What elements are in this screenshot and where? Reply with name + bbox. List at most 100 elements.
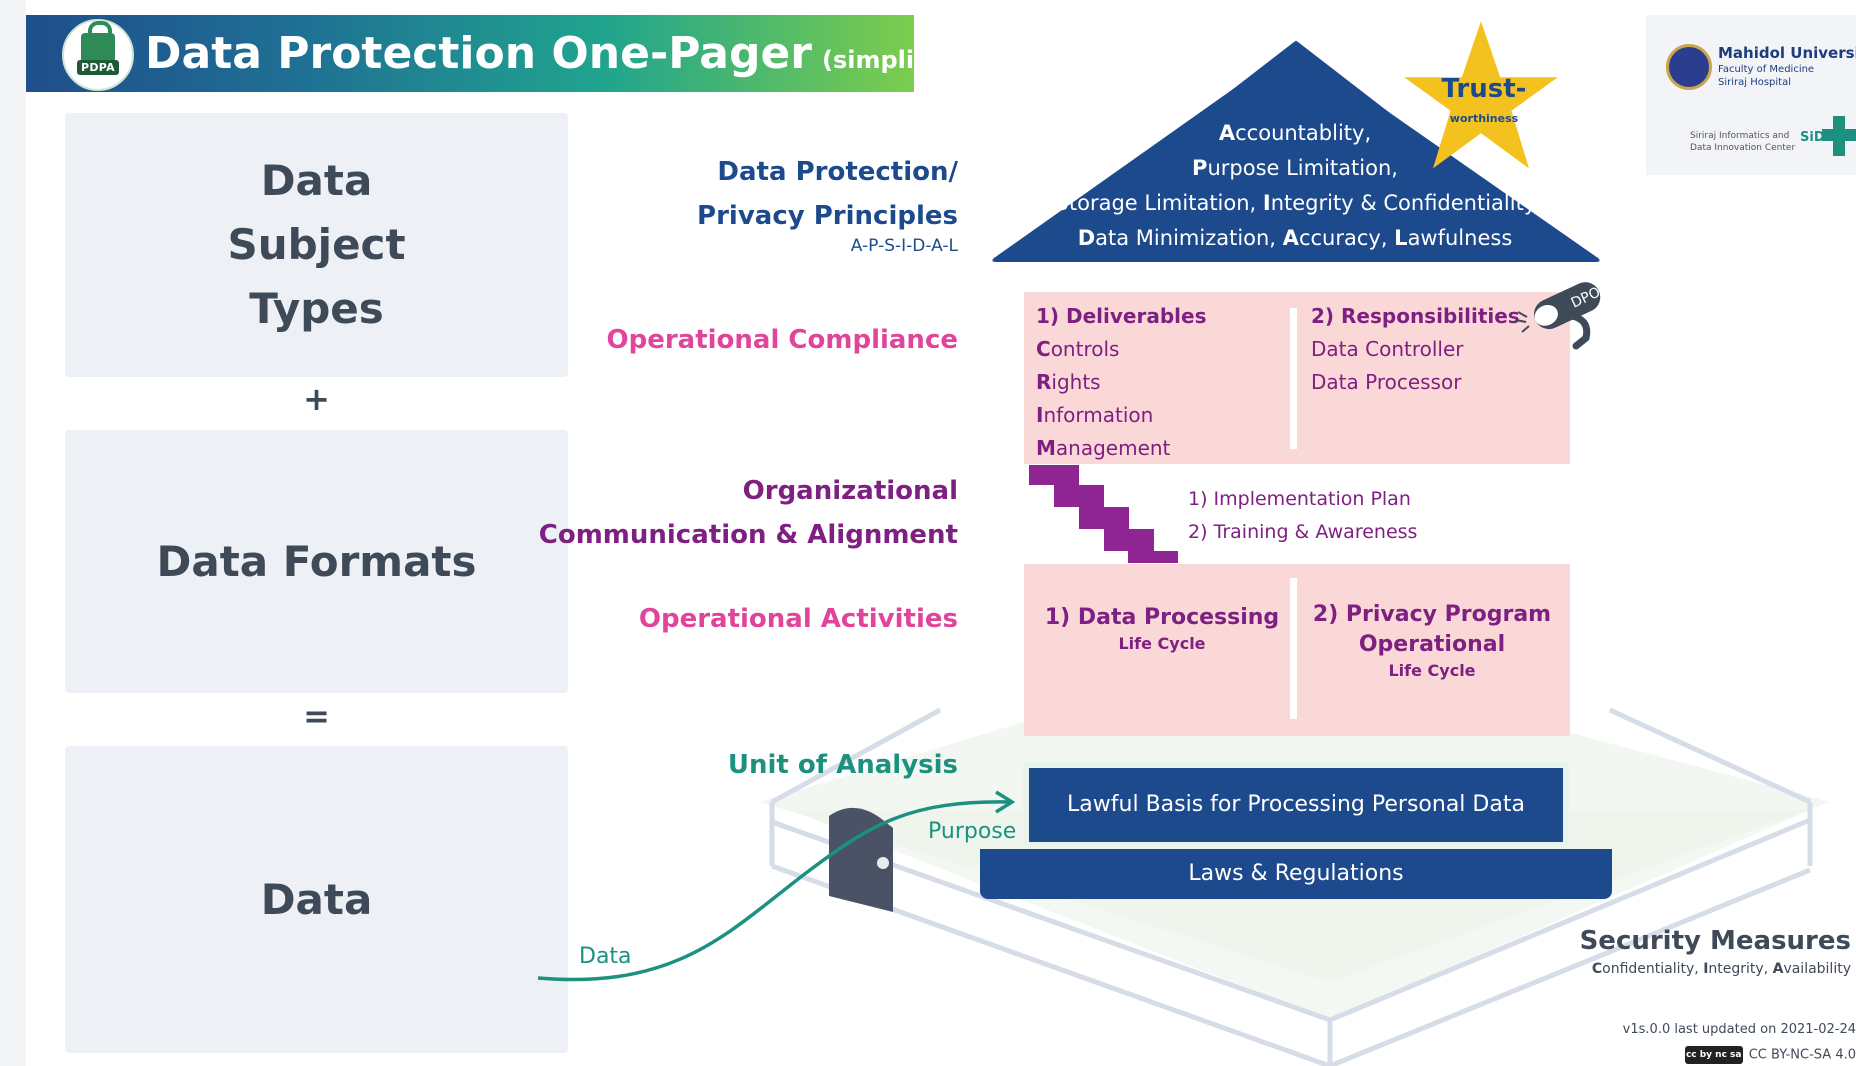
center-name: Siriraj Informatics and Data Innovation … <box>1690 130 1795 154</box>
deliverable-initial: C <box>1036 337 1051 361</box>
principle-initial: D <box>1077 226 1096 250</box>
plus-operator: + <box>303 380 330 418</box>
lock-icon <box>81 21 115 63</box>
data-flow-label: Data <box>579 944 632 969</box>
faculty-line: Faculty of Medicine <box>1718 64 1815 75</box>
stair-step <box>1128 551 1178 563</box>
principle-rest: awfulness <box>1407 226 1513 250</box>
deliverable-item: Rights <box>1036 366 1207 399</box>
communication-items: 1) Implementation Plan 2) Training & Awa… <box>1188 483 1417 549</box>
principle-initial: I <box>1262 191 1271 215</box>
purpose-label: Purpose <box>928 819 1017 844</box>
communication-item: 1) Implementation Plan <box>1188 488 1411 510</box>
stair-step <box>1079 507 1129 529</box>
deliverable-rest: ontrols <box>1050 337 1120 361</box>
door-icon <box>829 807 893 912</box>
faculty-name: Faculty of Medicine Siriraj Hospital <box>1718 63 1814 89</box>
security-rest: ntegrity, <box>1708 961 1773 977</box>
panel-data: Data <box>65 746 568 1053</box>
activities-label: Operational Activities <box>638 604 958 634</box>
deliverable-initial: M <box>1036 436 1056 460</box>
principle-rest: ccountablity, <box>1235 121 1372 145</box>
communication-label-line-1: Organizational <box>742 476 958 506</box>
panel-data-formats-label: Data Formats <box>156 536 477 586</box>
title-banner <box>26 15 914 92</box>
trust-star-icon <box>1404 21 1558 169</box>
principles-roof <box>992 41 1600 262</box>
principles-acronym: A-P-S-I-D-A-L <box>850 236 958 256</box>
sidata-cross-icon <box>1822 116 1856 156</box>
trust-sub-label: worthiness <box>1449 112 1519 125</box>
page-subtitle: (simplified) <box>822 46 977 74</box>
principle-rest: ntegrity & Confidentiality <box>1270 191 1537 215</box>
principle-initial: P <box>1192 156 1208 180</box>
panel-data-label: Data <box>260 874 373 924</box>
deliverable-item: Controls <box>1036 333 1207 366</box>
activity-data-processing: 1) Data Processing Life Cycle <box>1040 603 1284 655</box>
panel-data-formats: Data Formats <box>65 430 568 693</box>
principle-line-3: Storage Limitation, Integrity & Confiden… <box>1040 186 1550 221</box>
deliverable-item: Information <box>1036 399 1207 432</box>
communication-label-line-2: Communication & Alignment <box>538 520 958 550</box>
compliance-box <box>1024 292 1570 464</box>
deliverable-rest: anagement <box>1055 436 1171 460</box>
laws-text: Laws & Regulations <box>1188 861 1404 886</box>
principle-rest: urpose Limitation, <box>1207 156 1398 180</box>
principle-rest: ata Minimization, <box>1095 226 1283 250</box>
panel-data-subject-types-label: Data Subject Types <box>227 156 406 333</box>
principles-label-line-1: Data Protection/ <box>717 157 958 187</box>
principle-initial: A <box>1282 226 1299 250</box>
equals-operator: = <box>303 697 330 735</box>
security-sub: Confidentiality, Integrity, Availability <box>1580 958 1851 980</box>
license: cc by nc sa CC BY-NC-SA 4.0 <box>1684 1046 1856 1064</box>
page-title-text: Data Protection One-Pager <box>145 28 813 79</box>
principle-line-4: Data Minimization, Accuracy, Lawfulness <box>1040 221 1550 256</box>
activities-box <box>1024 564 1570 736</box>
principle-initial: L <box>1394 226 1408 250</box>
security-measures: Security Measures Confidentiality, Integ… <box>1580 924 1851 980</box>
deliverable-item: Management <box>1036 432 1207 465</box>
security-initial: C <box>1591 961 1603 977</box>
deliverable-rest: nformation <box>1043 403 1154 427</box>
activity-1-title: 1) Data Processing <box>1044 605 1280 630</box>
responsibility-item: Data Processor <box>1311 370 1462 394</box>
activity-2-title-1: 2) Privacy Program <box>1312 602 1552 627</box>
deliverable-rest: ights <box>1051 370 1101 394</box>
stair-step <box>1029 465 1079 485</box>
dpo-camera-icon: DPO <box>1515 282 1603 350</box>
communication-label: Organizational Communication & Alignment <box>539 469 958 557</box>
principle-line-2: Purpose Limitation, <box>1040 151 1550 186</box>
mahidol-seal-icon <box>1666 44 1712 90</box>
deliverable-initial: I <box>1036 403 1044 427</box>
principle-rest: ccuracy, <box>1298 226 1395 250</box>
cc-license-icon: cc by nc sa <box>1684 1046 1743 1064</box>
principles-label-line-2: Privacy Principles <box>697 201 958 231</box>
compliance-label: Operational Compliance <box>606 325 958 355</box>
lawful-basis-box: Lawful Basis for Processing Personal Dat… <box>1023 762 1569 848</box>
stair-step <box>1104 529 1154 551</box>
stair-step <box>1054 485 1104 507</box>
trust-label: Trust- <box>1441 74 1527 104</box>
responsibilities-title: 2) Responsibilities <box>1311 304 1520 328</box>
center-line-2: Data Innovation Center <box>1690 143 1796 153</box>
activity-privacy-program: 2) Privacy Program Operational Life Cycl… <box>1304 600 1560 682</box>
deliverable-initial: R <box>1036 370 1052 394</box>
activity-2-sub: Life Cycle <box>1388 661 1476 680</box>
license-text: CC BY-NC-SA 4.0 <box>1748 1047 1856 1063</box>
badge-text: PDPA <box>77 60 119 75</box>
data-flow-arrow <box>537 790 1016 982</box>
version-text: v1s.0.0 last updated on 2021-02-24 <box>1622 1022 1856 1037</box>
security-rest: onfidentiality, <box>1602 961 1704 977</box>
security-initial: I <box>1703 961 1709 977</box>
lawful-basis-text: Lawful Basis for Processing Personal Dat… <box>1067 792 1525 817</box>
responsibility-item: Data Controller <box>1311 337 1464 361</box>
logo-card <box>1646 15 1856 175</box>
communication-item: 2) Training & Awareness <box>1188 521 1418 543</box>
activities-divider <box>1290 578 1297 719</box>
principles-label: Data Protection/ Privacy Principles <box>697 150 958 238</box>
compliance-divider <box>1290 308 1297 449</box>
panel-data-subject-types: Data Subject Types <box>65 113 568 377</box>
responsibilities-list: 2) Responsibilities Data Controller Data… <box>1311 300 1520 399</box>
page-title: Data Protection One-Pager (simplified) <box>145 24 976 84</box>
principle-rest: torage Limitation, <box>1068 191 1263 215</box>
